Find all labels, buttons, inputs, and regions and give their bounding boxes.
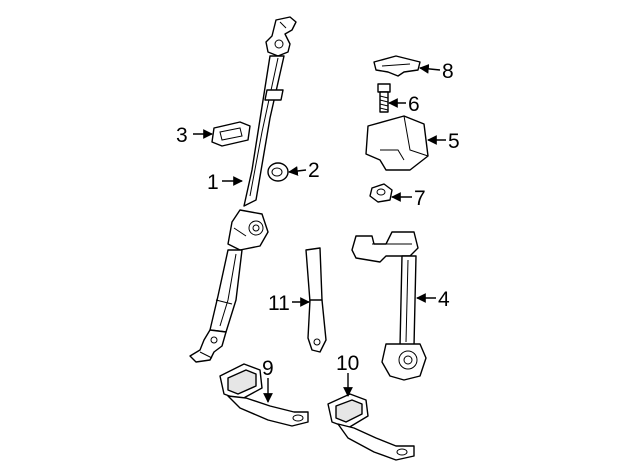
callout-10: 10 xyxy=(336,352,359,375)
part-5-cover-drawing xyxy=(365,115,429,171)
part-7-nut-drawing xyxy=(369,183,393,203)
part-9-buckle-drawing xyxy=(219,363,309,427)
leader-8 xyxy=(419,64,441,74)
part-2-cap-drawing xyxy=(267,162,289,182)
part-4-retractor-drawing xyxy=(351,231,427,381)
part-10-buckle-drawing xyxy=(327,393,415,461)
leader-2 xyxy=(288,166,307,176)
callout-2: 2 xyxy=(308,159,320,182)
part-11-strap-drawing xyxy=(305,247,327,353)
part-6-bolt-drawing xyxy=(377,83,391,113)
callout-6: 6 xyxy=(408,93,420,116)
callout-9: 9 xyxy=(262,357,274,380)
callout-7: 7 xyxy=(414,187,426,210)
callout-4: 4 xyxy=(438,288,450,311)
part-3-trim-cover-drawing xyxy=(211,121,251,147)
callout-11: 11 xyxy=(268,292,290,315)
part-1-belt-retractor-drawing xyxy=(189,16,297,363)
callout-3: 3 xyxy=(176,124,188,147)
callout-8: 8 xyxy=(442,60,454,83)
part-8-bracket-drawing xyxy=(373,55,421,77)
callout-1: 1 xyxy=(207,171,219,194)
callout-5: 5 xyxy=(448,130,460,153)
